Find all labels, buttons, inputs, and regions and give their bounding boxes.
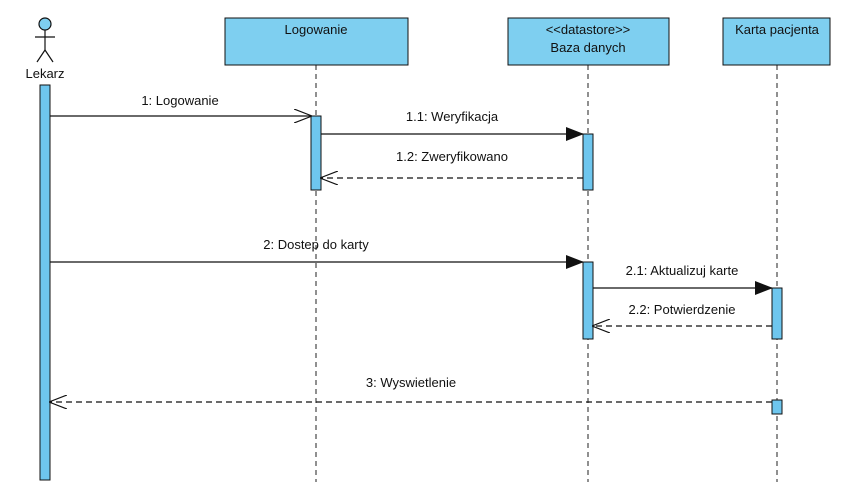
message-2-2-potwierdzenie[interactable]: 2.2: Potwierdzenie <box>593 302 772 326</box>
participant-stereotype: <<datastore>> <box>546 22 631 37</box>
message-label: 1.1: Weryfikacja <box>406 109 499 124</box>
message-1-2-zweryfikowano[interactable]: 1.2: Zweryfikowano <box>321 149 583 178</box>
participant-logowanie-name: Logowanie <box>285 22 348 37</box>
activation-lekarz <box>39 84 51 481</box>
participant-baza-danych[interactable]: <<datastore>> Baza danych <box>507 17 670 66</box>
message-label: 1: Logowanie <box>141 93 218 108</box>
actor-lekarz[interactable]: Lekarz <box>25 17 65 81</box>
message-2-1-aktualizuj-karte[interactable]: 2.1: Aktualizuj karte <box>593 263 773 295</box>
activation-baza-dostep <box>582 261 594 340</box>
activation-baza-weryfikacja <box>582 133 594 191</box>
activation-karta-aktualizacja <box>771 287 783 340</box>
participant-karta-pacjenta[interactable]: Karta pacjenta <box>722 17 831 66</box>
message-1-1-weryfikacja[interactable]: 1.1: Weryfikacja <box>321 109 584 141</box>
message-label: 2.1: Aktualizuj karte <box>626 263 739 278</box>
message-label: 3: Wyswietlenie <box>366 375 456 390</box>
actor-label: Lekarz <box>25 66 64 81</box>
participant-karta-pacjenta-name: Karta pacjenta <box>735 22 820 37</box>
message-1-logowanie[interactable]: 1: Logowanie <box>50 93 311 116</box>
message-label: 2.2: Potwierdzenie <box>629 302 736 317</box>
participant-logowanie[interactable]: Logowanie <box>224 17 409 66</box>
activation-karta-wyswietlenie <box>771 399 783 415</box>
message-label: 2: Dostep do karty <box>263 237 369 252</box>
activation-logowanie <box>310 115 322 191</box>
message-label: 1.2: Zweryfikowano <box>396 149 508 164</box>
stick-figure-actor-icon <box>35 17 55 63</box>
participant-baza-danych-name: Baza danych <box>550 40 625 55</box>
message-3-wyswietlenie[interactable]: 3: Wyswietlenie <box>50 375 772 402</box>
message-2-dostep-do-karty[interactable]: 2: Dostep do karty <box>50 237 584 269</box>
